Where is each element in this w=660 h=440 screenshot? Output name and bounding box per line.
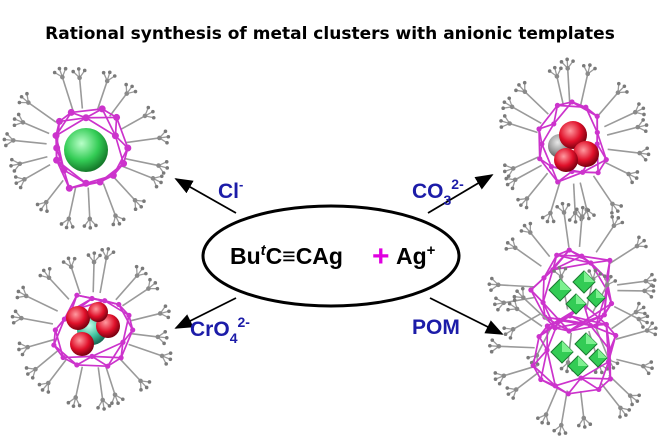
silver-ion: Ag+ bbox=[396, 242, 436, 269]
arrow-bottom-left bbox=[174, 297, 237, 329]
label-pom: POM bbox=[412, 316, 460, 339]
cluster-chloride-template bbox=[2, 66, 171, 230]
arrow-top-right bbox=[427, 174, 494, 214]
plus-sign: + bbox=[372, 240, 390, 273]
label-chromate: CrO42- bbox=[190, 314, 250, 346]
cluster-pom-template bbox=[487, 201, 658, 436]
page-title: Rational synthesis of metal clusters wit… bbox=[45, 24, 615, 44]
label-carbonate: CO32- bbox=[412, 176, 464, 208]
label-chloride: Cl- bbox=[218, 177, 243, 203]
arrow-top-left bbox=[174, 178, 237, 214]
arrow-bottom-right bbox=[429, 297, 504, 335]
reactant-formula: ButC≡CAg bbox=[230, 242, 343, 269]
reactant-oval bbox=[201, 204, 461, 308]
cluster-chromate-template bbox=[10, 247, 173, 411]
cluster-carbonate-template bbox=[499, 57, 651, 224]
